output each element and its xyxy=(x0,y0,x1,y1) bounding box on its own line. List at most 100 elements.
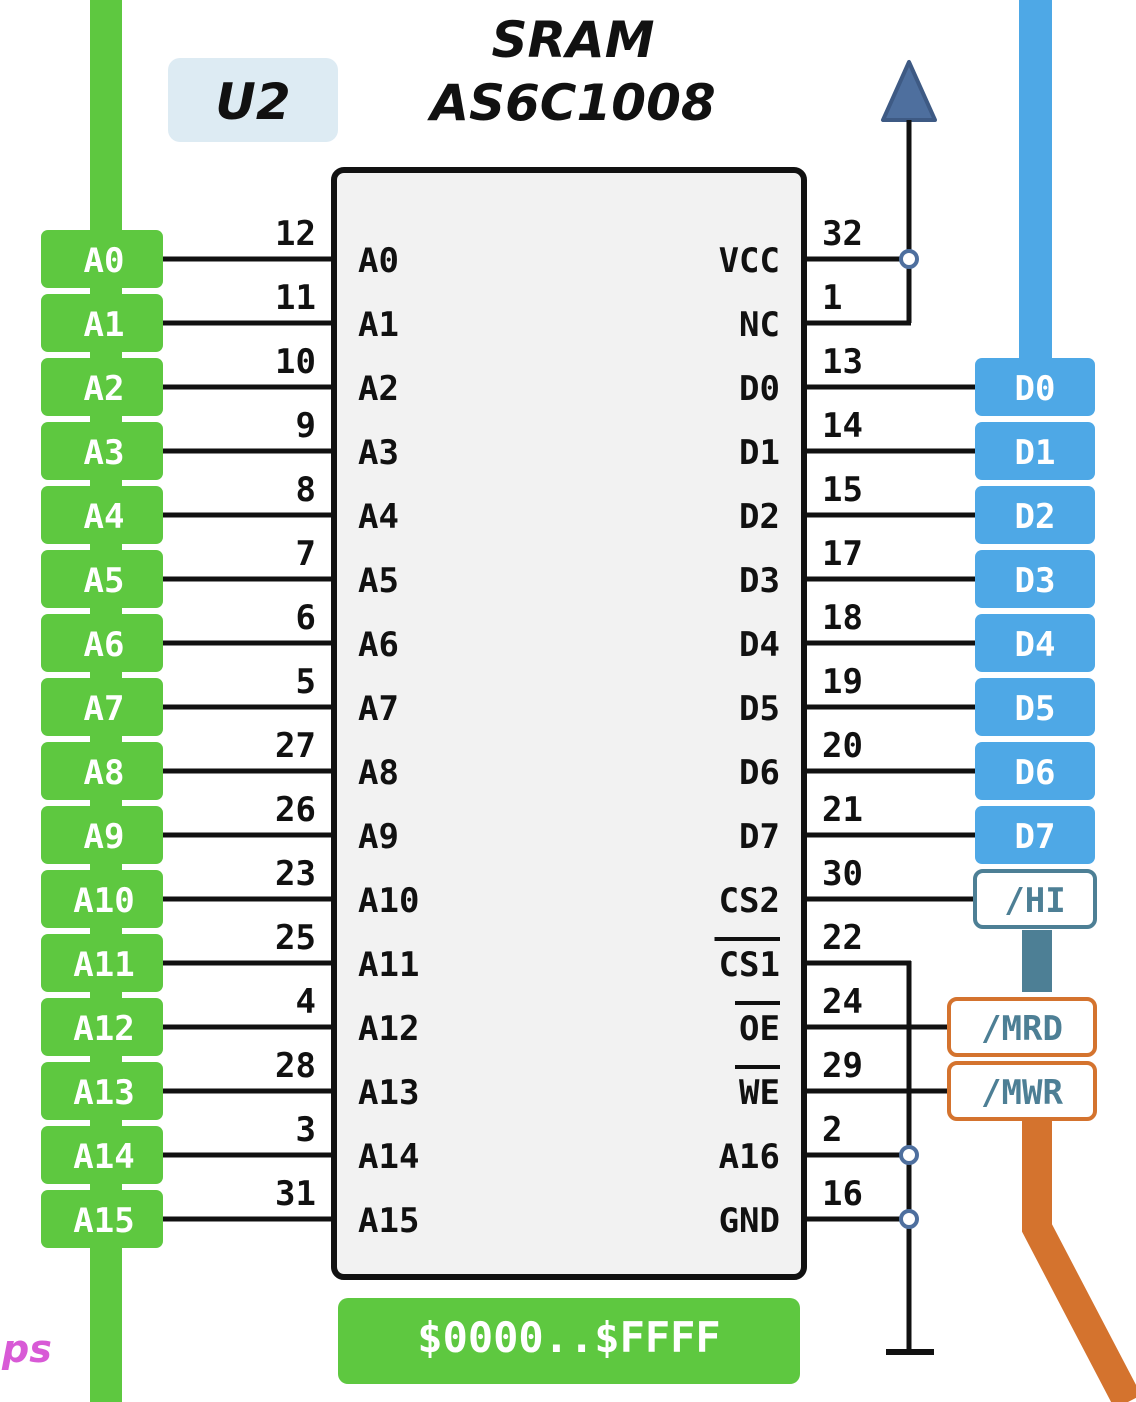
net-label-tag[interactable] xyxy=(41,678,163,736)
address-range-label: $0000..$FFFF xyxy=(417,1313,720,1362)
chip-body xyxy=(331,167,807,1280)
net-label-tag[interactable] xyxy=(973,869,1097,929)
pin-name-label: A3 xyxy=(358,433,399,473)
net-label-text: A8 xyxy=(84,753,125,793)
net-label-tag[interactable] xyxy=(975,550,1095,608)
net-label-tag[interactable] xyxy=(41,358,163,416)
net-label-text: D3 xyxy=(1015,561,1056,601)
net-label-text: A14 xyxy=(73,1137,134,1177)
net-label-text: A11 xyxy=(73,945,134,985)
net-label-tag[interactable] xyxy=(975,678,1095,736)
net-label-text: D2 xyxy=(1015,497,1056,537)
net-label-text: A9 xyxy=(84,817,125,857)
component-type-label: SRAM xyxy=(492,11,655,69)
pin-name-label: A12 xyxy=(358,1009,419,1049)
pin-number: 32 xyxy=(822,214,863,254)
net-label-tag[interactable] xyxy=(41,1190,163,1248)
net-label-text: A10 xyxy=(73,881,134,921)
pin-number: 6 xyxy=(296,598,316,638)
net-label-tag[interactable] xyxy=(41,1062,163,1120)
data-bus-rail xyxy=(1019,0,1052,360)
pin-number: 18 xyxy=(822,598,863,638)
margin-fragment-text: ps xyxy=(1,1327,52,1371)
pin-number: 30 xyxy=(822,854,863,894)
control-bus-rail xyxy=(1022,1110,1136,1402)
net-label-tag[interactable] xyxy=(947,997,1097,1057)
net-label-text: A15 xyxy=(73,1201,134,1241)
pin-number: 10 xyxy=(275,342,316,382)
net-label-tag[interactable] xyxy=(41,806,163,864)
net-label-tag[interactable] xyxy=(975,614,1095,672)
pin-name-label: A1 xyxy=(358,305,399,345)
address-range-box xyxy=(338,1298,800,1384)
vcc-arrow-icon xyxy=(881,60,937,122)
net-label-tag[interactable] xyxy=(41,486,163,544)
net-label-text: /HI xyxy=(1004,881,1065,921)
pin-name-label: A16 xyxy=(719,1137,780,1177)
pin-number: 4 xyxy=(296,982,316,1022)
pin-name-label: CS1 xyxy=(719,945,780,985)
junction-dot xyxy=(899,1209,919,1229)
pin-number: 17 xyxy=(822,534,863,574)
pin-number: 21 xyxy=(822,790,863,830)
pin-name-label: NC xyxy=(739,305,780,345)
pin-name-label: A8 xyxy=(358,753,399,793)
net-label-tag[interactable] xyxy=(41,550,163,608)
pin-number: 19 xyxy=(822,662,863,702)
junction-dot xyxy=(899,249,919,269)
net-label-text: A6 xyxy=(84,625,125,665)
net-label-tag[interactable] xyxy=(975,422,1095,480)
pin-name-label: VCC xyxy=(719,241,780,281)
pin-name-label: D3 xyxy=(739,561,780,601)
net-label-text: D1 xyxy=(1015,433,1056,473)
net-label-text: D0 xyxy=(1015,369,1056,409)
pin-name-label: A2 xyxy=(358,369,399,409)
pin-number: 27 xyxy=(275,726,316,766)
net-label-tag[interactable] xyxy=(975,486,1095,544)
pin-name-label: A6 xyxy=(358,625,399,665)
pin-number: 28 xyxy=(275,1046,316,1086)
net-label-tag[interactable] xyxy=(41,998,163,1056)
net-label-tag[interactable] xyxy=(41,422,163,480)
pin-number: 12 xyxy=(275,214,316,254)
pin-number: 1 xyxy=(822,278,842,318)
pin-name-label: A9 xyxy=(358,817,399,857)
net-label-tag[interactable] xyxy=(41,742,163,800)
pin-name-label: D4 xyxy=(739,625,780,665)
pin-number: 23 xyxy=(275,854,316,894)
pin-number: 24 xyxy=(822,982,863,1022)
pin-name-label: D6 xyxy=(739,753,780,793)
net-label-tag[interactable] xyxy=(975,742,1095,800)
pin-number: 2 xyxy=(822,1110,842,1150)
net-label-text: D7 xyxy=(1015,817,1056,857)
net-label-tag[interactable] xyxy=(41,1126,163,1184)
pin-name-label: D0 xyxy=(739,369,780,409)
pin-name-label: OE xyxy=(739,1009,780,1049)
net-label-tag[interactable] xyxy=(41,614,163,672)
pin-name-label: A10 xyxy=(358,881,419,921)
net-label-tag[interactable] xyxy=(41,230,163,288)
pin-number: 29 xyxy=(822,1046,863,1086)
net-label-text: A4 xyxy=(84,497,125,537)
pin-number: 14 xyxy=(822,406,863,446)
net-label-text: A3 xyxy=(84,433,125,473)
net-label-text: /MWR xyxy=(981,1073,1063,1113)
net-label-text: A0 xyxy=(84,241,125,281)
net-label-tag[interactable] xyxy=(947,1061,1097,1121)
net-label-tag[interactable] xyxy=(41,934,163,992)
net-label-tag[interactable] xyxy=(975,358,1095,416)
junction-dot xyxy=(899,1145,919,1165)
net-label-text: A12 xyxy=(73,1009,134,1049)
pin-number: 7 xyxy=(296,534,316,574)
net-label-tag[interactable] xyxy=(41,870,163,928)
net-label-tag[interactable] xyxy=(975,806,1095,864)
pin-number: 9 xyxy=(296,406,316,446)
net-label-tag[interactable] xyxy=(41,294,163,352)
pin-name-label: A5 xyxy=(358,561,399,601)
pin-name-label: A11 xyxy=(358,945,419,985)
pin-number: 20 xyxy=(822,726,863,766)
pin-number: 26 xyxy=(275,790,316,830)
pin-name-label: A7 xyxy=(358,689,399,729)
pin-number: 15 xyxy=(822,470,863,510)
